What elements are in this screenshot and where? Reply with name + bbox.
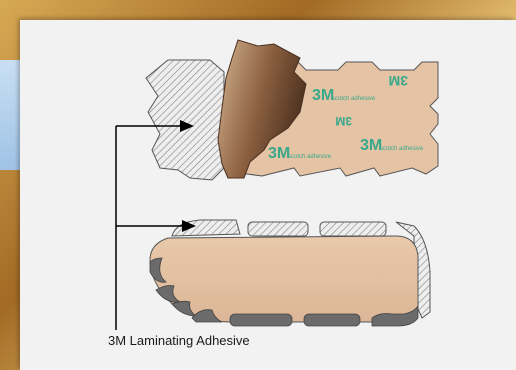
grip-bump <box>304 314 360 326</box>
adhesive-layer-top <box>146 60 224 180</box>
adhesive-label: 3M Laminating Adhesive <box>108 333 250 348</box>
adhesive-strip <box>248 222 308 236</box>
adhesive-strip <box>320 222 386 236</box>
liner-text: scotch adhesive <box>288 154 332 160</box>
liner-logo: 3M <box>389 73 408 89</box>
grip-bump <box>230 314 292 326</box>
liner-logo: 3M <box>360 137 382 154</box>
liner-text: scotch adhesive <box>380 146 424 152</box>
liner-logo: 3M <box>335 114 352 128</box>
liner-text: scotch adhesive <box>332 96 376 102</box>
liner-logo: 3M <box>268 145 290 162</box>
liner-logo: 3M <box>312 87 334 104</box>
